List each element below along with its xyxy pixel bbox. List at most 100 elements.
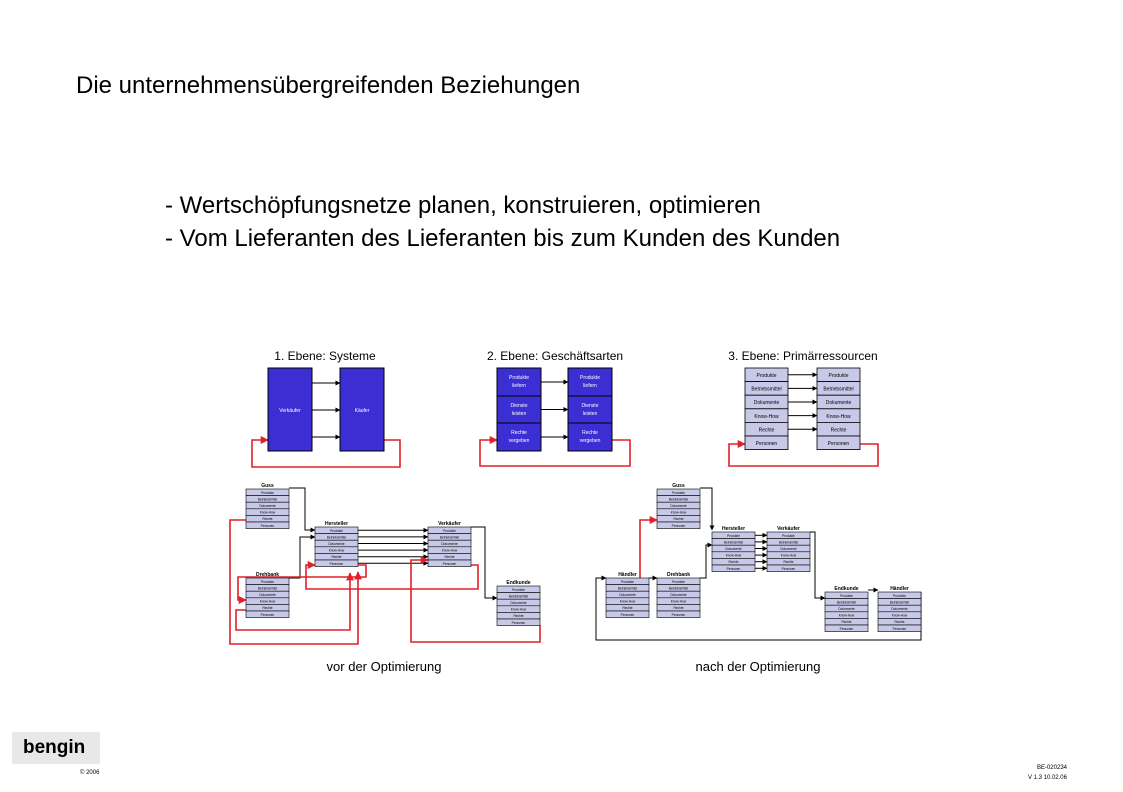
before-hersteller-row xyxy=(314,559,359,567)
after-endkunde-row xyxy=(824,624,869,632)
after-haendler-2-row-label: Personen xyxy=(893,627,907,631)
after-endkunde-row-label: Betriebsmittel xyxy=(837,600,857,604)
after-haendler-1-name: Händler xyxy=(618,572,637,578)
after-verkaeufer-row-label: Dokumente xyxy=(780,547,797,551)
system-label-seller: Verkäufer xyxy=(279,408,301,414)
after-flow xyxy=(700,542,713,579)
before-feedback xyxy=(305,561,479,590)
system-box-seller xyxy=(267,367,313,452)
before-endkunde-row-label: Personen xyxy=(512,621,526,625)
before-endkunde-row-label: Dokumente xyxy=(510,601,527,605)
before-endkunde-name: Endkunde xyxy=(506,580,530,586)
after-haendler-2-name: Händler xyxy=(890,586,909,592)
before-drehbank-name: Drehbank xyxy=(256,572,279,578)
before-hersteller-row-label: Betriebsmittel xyxy=(327,535,347,539)
resource-label-left: Rechte xyxy=(759,427,775,433)
before-drehbank-row-label: Produkte xyxy=(261,580,274,584)
after-verkaeufer-row xyxy=(766,564,811,572)
after-guss-row-label: Know-How xyxy=(671,511,687,515)
after-haendler-1-row-label: Know-How xyxy=(620,600,636,604)
business-label-right: Produkte xyxy=(580,375,600,381)
after-verkaeufer-row-label: Produkte xyxy=(782,534,795,538)
after-verkaeufer-row-label: Know-How xyxy=(781,554,797,558)
business-box-left xyxy=(496,422,542,452)
after-flow xyxy=(810,531,826,601)
resource-box-right xyxy=(816,435,861,451)
level-2-title: 2. Ebene: Geschäftsarten xyxy=(487,349,623,363)
after-flow xyxy=(700,487,715,531)
before-feedback xyxy=(410,556,541,643)
after-haendler-1-row-label: Rechte xyxy=(622,606,632,610)
after-haendler-1-row-label: Produkte xyxy=(621,580,634,584)
after-hersteller-row-label: Personen xyxy=(727,567,741,571)
after-endkunde-row-label: Produkte xyxy=(840,594,853,598)
after-drehbank-row-label: Dokumente xyxy=(670,593,687,597)
resource-label-right: Rechte xyxy=(831,427,847,433)
business-label-right: leisten xyxy=(583,411,598,417)
level-3-feedback xyxy=(728,440,879,467)
bengin-logo: bengin xyxy=(12,732,100,764)
before-hersteller-name: Hersteller xyxy=(325,521,348,527)
after-drehbank-row-label: Produkte xyxy=(672,580,685,584)
before-guss-row-label: Betriebsmittel xyxy=(258,497,278,501)
after-drehbank-row-label: Betriebsmittel xyxy=(669,586,689,590)
after-hersteller-name: Hersteller xyxy=(722,526,745,532)
before-verkaeufer-name: Verkäufer xyxy=(438,521,461,527)
after-guss-row-label: Rechte xyxy=(673,517,683,521)
after-drehbank-row-label: Personen xyxy=(672,613,686,617)
after-endkunde-row-label: Rechte xyxy=(841,620,851,624)
before-hersteller-row-label: Produkte xyxy=(330,529,343,533)
after-haendler-2-row xyxy=(877,624,922,632)
before-hersteller-row-label: Personen xyxy=(330,562,344,566)
business-label-left: vergeben xyxy=(509,438,530,444)
network-after-caption: nach der Optimierung xyxy=(695,659,820,674)
before-endkunde-row xyxy=(496,618,541,626)
before-drehbank-row-label: Know-How xyxy=(260,600,276,604)
business-label-left: Rechte xyxy=(511,430,527,436)
after-drehbank-row xyxy=(656,610,701,618)
resource-label-right: Betriebsmittel xyxy=(823,387,853,393)
before-flow xyxy=(289,534,316,579)
after-hersteller-row-label: Rechte xyxy=(728,560,738,564)
before-flow xyxy=(289,487,316,533)
business-box-left xyxy=(496,395,542,424)
business-label-right: Dienste xyxy=(582,403,599,409)
before-hersteller-row-label: Know-How xyxy=(329,549,345,553)
after-endkunde-row-label: Know-How xyxy=(839,614,855,618)
level-2-feedback xyxy=(479,436,631,467)
after-hersteller-row-label: Betriebsmittel xyxy=(724,540,744,544)
business-box-right xyxy=(567,395,613,424)
before-feedback xyxy=(237,564,367,604)
before-feedback xyxy=(235,572,354,631)
after-guss-row-label: Personen xyxy=(672,524,686,528)
before-drehbank-row-label: Dokumente xyxy=(259,593,276,597)
level-3-title: 3. Ebene: Primärressourcen xyxy=(728,349,877,363)
before-drehbank-row-label: Rechte xyxy=(262,606,272,610)
resource-label-left: Personen xyxy=(756,441,778,447)
before-guss-row-label: Dokumente xyxy=(259,504,276,508)
after-guss-row xyxy=(656,521,701,529)
resource-box-left xyxy=(744,435,789,451)
before-guss-row-label: Produkte xyxy=(261,491,274,495)
after-haendler-2-row-label: Rechte xyxy=(894,620,904,624)
business-box-left xyxy=(496,367,542,397)
after-guss-name: Guss xyxy=(672,483,685,489)
before-hersteller-row-label: Dokumente xyxy=(328,542,345,546)
copyright: © 2006 xyxy=(80,770,100,776)
resource-label-left: Know-How xyxy=(754,414,779,420)
before-drehbank-row xyxy=(245,610,290,618)
after-endkunde-name: Endkunde xyxy=(834,586,858,592)
resource-label-left: Dokumente xyxy=(754,400,780,406)
before-hersteller-row-label: Rechte xyxy=(331,555,341,559)
before-drehbank-row-label: Betriebsmittel xyxy=(258,586,278,590)
before-guss-row-label: Know-How xyxy=(260,511,276,515)
before-guss-row-label: Rechte xyxy=(262,517,272,521)
business-label-right: vergeben xyxy=(580,438,601,444)
network-before-caption: vor der Optimierung xyxy=(327,659,442,674)
resource-label-right: Produkte xyxy=(828,373,848,379)
before-drehbank-row-label: Personen xyxy=(261,613,275,617)
business-label-right: liefern xyxy=(583,383,597,389)
before-verkaeufer-row-label: Produkte xyxy=(443,529,456,533)
after-haendler-1-row-label: Betriebsmittel xyxy=(618,586,638,590)
